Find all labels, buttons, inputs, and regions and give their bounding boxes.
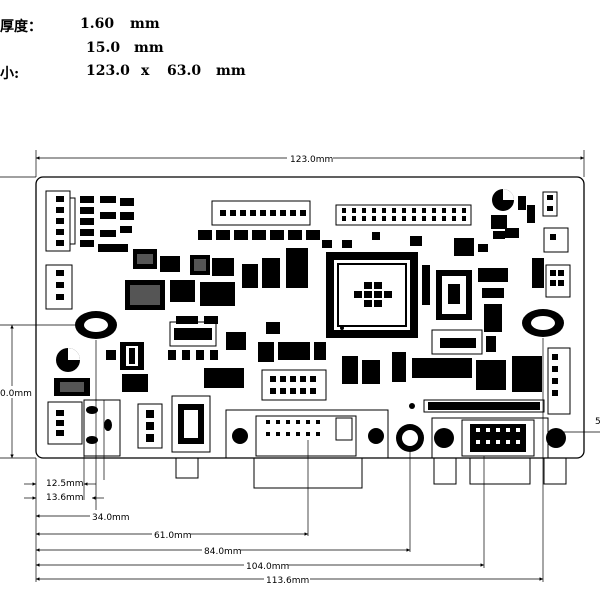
top-width-dimension: 123.0mm bbox=[35, 150, 585, 177]
size-length: 123.0 bbox=[86, 63, 130, 79]
right-edge-label: 5 bbox=[595, 417, 600, 427]
connector-left-2 bbox=[45, 264, 73, 310]
right-vga-connector bbox=[431, 417, 567, 485]
top-right-components bbox=[491, 189, 569, 253]
main-ic bbox=[326, 252, 418, 338]
size-x: x bbox=[141, 63, 150, 79]
dim-113-6: 113.6mm bbox=[266, 576, 309, 586]
height-unit: mm bbox=[134, 40, 164, 56]
bottom-dimensions: 12.5mm 13.6mm 34.0mm 61.0mm 84.0mm 104.0… bbox=[24, 338, 544, 586]
middle-components bbox=[106, 316, 326, 392]
dim-12-5: 12.5mm bbox=[46, 479, 84, 489]
thickness-value: 1.60 bbox=[80, 16, 115, 32]
vga-connector bbox=[225, 409, 389, 489]
dc-jack bbox=[396, 424, 424, 452]
smd-cluster-left bbox=[80, 196, 134, 252]
top-width-label: 123.0mm bbox=[290, 155, 333, 165]
dim-34: 34.0mm bbox=[92, 513, 130, 523]
dim-104: 104.0mm bbox=[246, 562, 289, 572]
size-width: 63.0 bbox=[167, 63, 202, 79]
size-unit: mm bbox=[216, 63, 246, 79]
left-capacitor bbox=[54, 342, 144, 396]
mounting-hole-right bbox=[522, 309, 564, 337]
connector-top-right bbox=[335, 204, 472, 226]
ic-surroundings bbox=[242, 232, 571, 355]
smd-row-middle bbox=[198, 230, 320, 240]
right-smd-clusters bbox=[342, 347, 571, 415]
connector-top-middle bbox=[211, 200, 311, 226]
height-value: 15.0 bbox=[86, 40, 121, 56]
connector-mid bbox=[261, 369, 327, 401]
dim-61: 61.0mm bbox=[154, 531, 192, 541]
dim-13-6: 13.6mm bbox=[46, 493, 84, 503]
thickness-label: 厚度： bbox=[0, 19, 42, 35]
inductors-left bbox=[125, 249, 235, 310]
connector-top-left bbox=[45, 190, 76, 252]
mounting-hole-left bbox=[75, 311, 117, 339]
left-height-dimension: 0.0mm bbox=[0, 176, 80, 459]
left-height-label: 0.0mm bbox=[0, 389, 32, 399]
size-label: 小: bbox=[0, 66, 20, 82]
bottom-left-connectors bbox=[47, 395, 211, 479]
thickness-unit: mm bbox=[130, 16, 160, 32]
dim-84: 84.0mm bbox=[204, 547, 242, 557]
